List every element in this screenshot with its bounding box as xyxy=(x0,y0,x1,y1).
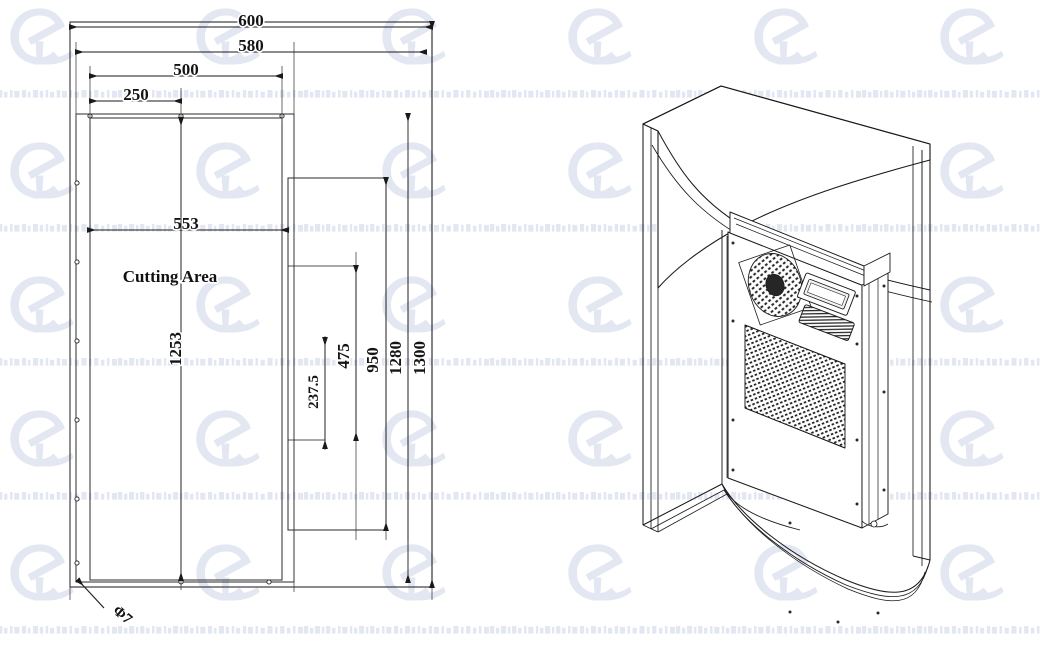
cabinet-right-post xyxy=(912,144,931,566)
cabinet-left-post xyxy=(642,123,659,532)
base-fastener-dots xyxy=(788,521,880,624)
